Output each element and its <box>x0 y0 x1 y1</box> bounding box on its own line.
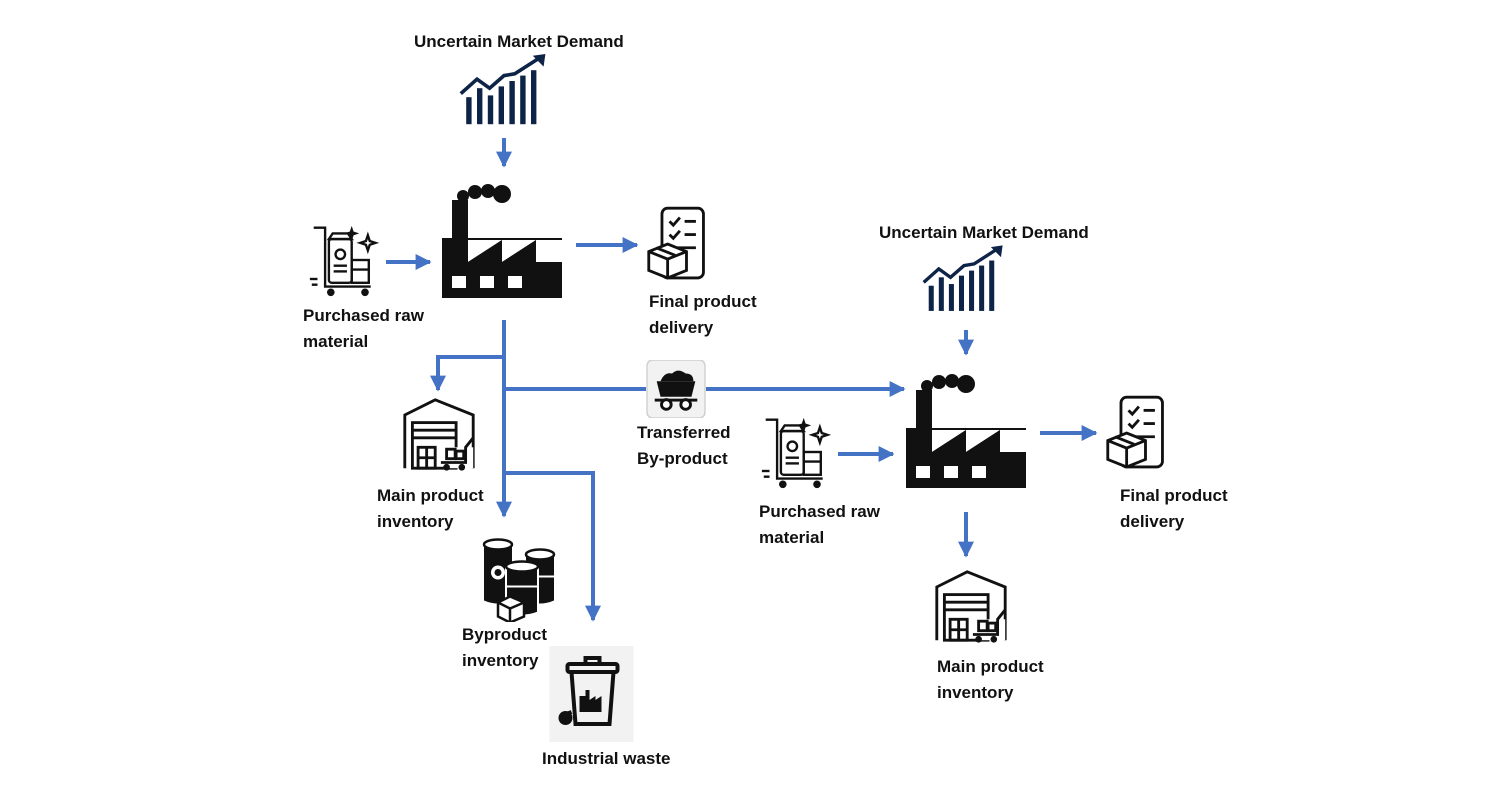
plant-2-delivery-label-line-1: Final product <box>1120 486 1228 505</box>
plant-2-main-inventory-label: Main product inventory <box>937 654 1044 706</box>
transferred-byproduct-label: Transferred By-product <box>637 420 731 472</box>
plant-1-main-inventory-label-line-2: inventory <box>377 512 454 531</box>
plant-2-raw-material-icon <box>760 418 829 490</box>
plant-1-delivery-label-line-2: delivery <box>649 318 714 337</box>
plant-1-main-inventory-label-line-1: Main product <box>377 486 484 505</box>
plant-2-warehouse-icon <box>935 570 1007 644</box>
plant-2-main-inventory-label-line-2: inventory <box>937 683 1014 702</box>
plant-1-raw-material-label-line-2: material <box>303 332 369 351</box>
plant-2-delivery-icon <box>1106 395 1164 469</box>
transferred-byproduct-label-line-2: By-product <box>637 449 728 468</box>
plant-2-main-inventory-label-line-1: Main product <box>937 657 1044 676</box>
plant-1-delivery-label-line-1: Final product <box>649 292 757 311</box>
plant-1-delivery-label: Final product delivery <box>649 289 757 341</box>
byproduct-inventory-label-line-2: inventory <box>462 651 539 670</box>
plant-1-growth-chart-icon <box>458 54 548 126</box>
plant-2-delivery-label-line-2: delivery <box>1120 512 1185 531</box>
transferred-byproduct-label-line-1: Transferred <box>637 423 731 442</box>
byproduct-barrels-icon <box>482 538 556 622</box>
plant-2-raw-material-label-line-1: Purchased raw <box>759 502 880 521</box>
plant-1-factory-icon <box>442 184 562 298</box>
plant-1-demand-label: Uncertain Market Demand <box>414 32 624 51</box>
plant-1-waste-arrow <box>504 471 601 622</box>
plant-2-demand-label: Uncertain Market Demand <box>879 223 1089 242</box>
industrial-waste-label: Industrial waste <box>542 749 671 768</box>
plant-2-raw-material-label: Purchased raw material <box>759 499 880 551</box>
plant-1-delivery-icon <box>647 206 705 280</box>
plant-1-raw-material-label-line-1: Purchased raw <box>303 306 424 325</box>
waste-bin-icon <box>550 646 634 742</box>
plant-2-raw-material-label-line-2: material <box>759 528 825 547</box>
byproduct-inventory-label: Byproduct inventory <box>462 622 547 674</box>
plant-2-delivery-label: Final product delivery <box>1120 483 1228 535</box>
plant-1-warehouse-icon <box>403 398 475 472</box>
byproduct-inventory-label-line-1: Byproduct <box>462 625 547 644</box>
plant-1-main-inventory-arrow <box>430 355 504 392</box>
plant-1-raw-material-icon <box>308 226 377 298</box>
mine-cart-icon <box>646 360 706 418</box>
plant-1-raw-material-label: Purchased raw material <box>303 303 424 355</box>
plant-2-factory-icon <box>906 374 1026 488</box>
plant-1-main-inventory-label: Main product inventory <box>377 483 484 535</box>
plant-2-growth-chart-icon <box>922 244 1005 313</box>
